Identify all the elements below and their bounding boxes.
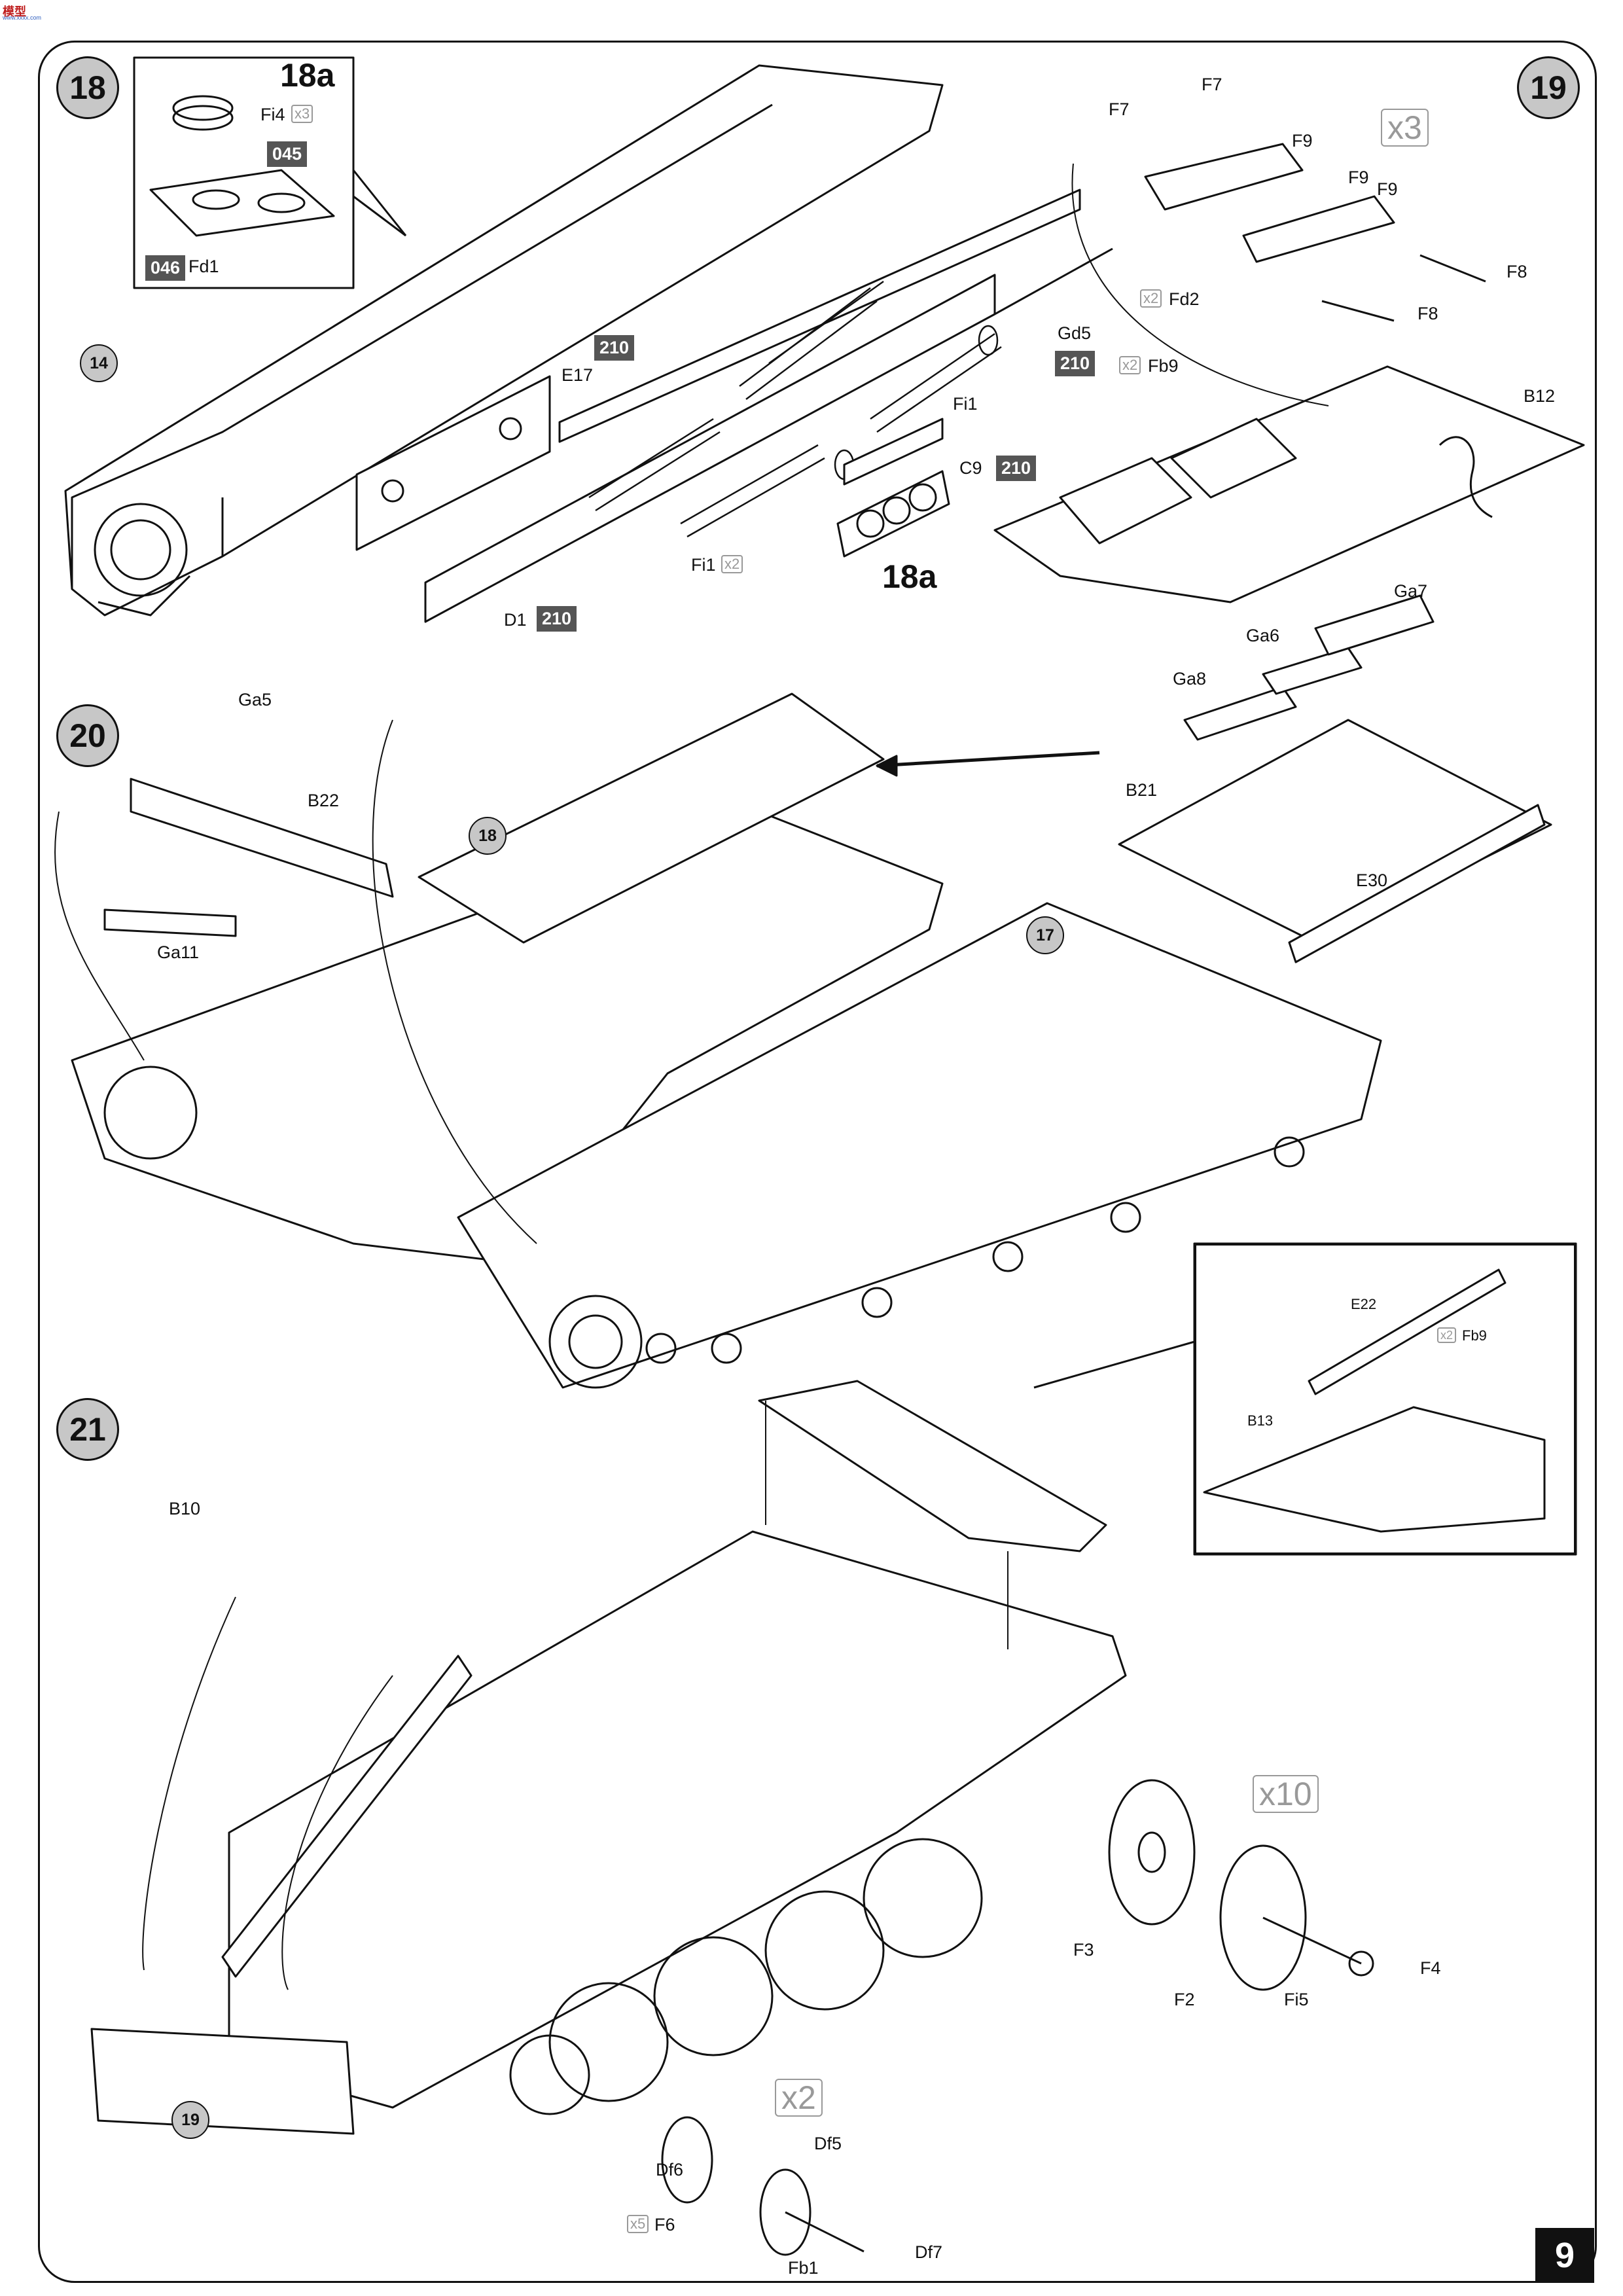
part-ga6: Ga6: [1246, 626, 1280, 645]
code-210-d: 210: [537, 606, 577, 632]
part-c9: C9: [959, 458, 982, 478]
part-f8-b: F8: [1418, 304, 1438, 323]
shells-18: [588, 280, 1002, 538]
shell-clip-c9: [843, 418, 944, 486]
wheels-21: [661, 1779, 1374, 2256]
part-b10: B10: [169, 1499, 201, 1518]
part-f4: F4: [1420, 1958, 1441, 1978]
floor-plate-b12: [993, 365, 1585, 603]
fd2-qty: x2: [1140, 289, 1162, 308]
rack-upper: [558, 188, 1081, 443]
leader-lines: [54, 163, 1329, 1990]
part-f7-a: F7: [1202, 75, 1222, 94]
part-ga11: Ga11: [157, 942, 200, 962]
ammo-rack-18a: [836, 470, 950, 558]
hull-side-18: [64, 64, 944, 617]
part-df6: Df6: [656, 2160, 684, 2179]
wheel-qty-x10: x10: [1253, 1775, 1319, 1813]
part-fd1: Fd1: [188, 257, 219, 276]
part-fb1: Fb1: [788, 2258, 819, 2278]
brand-logo: 模型: [3, 5, 26, 18]
part-b12: B12: [1524, 386, 1556, 406]
code-045: 045: [267, 141, 308, 167]
brand-site: www.xxxx.com: [3, 14, 42, 21]
part-fd2: Fd2: [1169, 289, 1200, 309]
step-18-number: 18: [56, 56, 119, 119]
part-f9-b: F9: [1348, 168, 1369, 187]
part-ga7: Ga7: [1394, 581, 1428, 601]
part-df7: Df7: [915, 2242, 943, 2262]
part-f8-a: F8: [1507, 262, 1527, 281]
fb9-qty: x2: [1119, 356, 1141, 374]
part-b21: B21: [1126, 780, 1158, 800]
support-arms-f8: [1321, 254, 1486, 322]
page-number: 9: [1535, 2228, 1594, 2283]
hull-assembly-21: [90, 1380, 1127, 2135]
f6-qty: x5: [627, 2215, 649, 2233]
part-f9-c: F9: [1377, 179, 1398, 199]
part-ga5: Ga5: [238, 690, 272, 709]
ref-step-17: 17: [1026, 916, 1064, 954]
rear-plate-b22: [103, 778, 394, 937]
ref-step-18: 18: [469, 817, 507, 855]
step-20-number: 20: [56, 704, 119, 767]
ref-step-19: 19: [171, 2101, 209, 2139]
part-f9-a: F9: [1292, 131, 1313, 151]
part-fi1-a: Fi1: [953, 394, 978, 414]
part-fi4: Fi4: [260, 105, 285, 124]
floor-b21: [1118, 594, 1552, 963]
code-210-b: 210: [1055, 351, 1096, 376]
part-fi1-b: Fi1: [691, 555, 716, 575]
part-b13: B13: [1247, 1412, 1274, 1429]
part-f2: F2: [1174, 1990, 1195, 2009]
part-f3: F3: [1073, 1940, 1094, 1960]
part-fi5: Fi5: [1284, 1990, 1309, 2009]
part-b22: B22: [308, 791, 340, 810]
inset-18a-title: 18a: [280, 57, 335, 94]
drive-qty-x2: x2: [775, 2079, 823, 2117]
part-e17: E17: [562, 365, 594, 385]
step19-qty: x3: [1381, 109, 1429, 147]
part-e22: E22: [1351, 1296, 1377, 1312]
code-046: 046: [145, 255, 186, 281]
page-frame: [38, 41, 1597, 2283]
part-df5: Df5: [814, 2134, 842, 2153]
part-f6: F6: [654, 2215, 675, 2234]
part-ga8: Ga8: [1173, 669, 1207, 689]
fi1-b-qty: x2: [721, 555, 743, 573]
fi4-qty: x3: [291, 105, 313, 123]
part-fb9: Fb9: [1148, 356, 1179, 376]
track-links-f9: [1144, 143, 1395, 263]
step-19-number: 19: [1517, 56, 1580, 119]
fb9-b13-qty: x2: [1437, 1327, 1457, 1343]
part-fb9-b13: Fb9: [1462, 1327, 1487, 1344]
code-210-c: 210: [996, 456, 1037, 481]
step-21-number: 21: [56, 1398, 119, 1461]
ref-step-14: 14: [80, 344, 118, 382]
hull-assembly-20: [71, 692, 1382, 1389]
part-gd5: Gd5: [1058, 323, 1092, 343]
part-e30: E30: [1356, 870, 1388, 890]
part-f7-b: F7: [1109, 99, 1130, 119]
part-d1: D1: [504, 610, 527, 630]
inset-18a-drawing: [133, 56, 407, 289]
label-18a: 18a: [882, 558, 937, 595]
panel-d1: [424, 247, 1113, 623]
code-210-a: 210: [594, 335, 635, 361]
inset-b13-panel: [1194, 1244, 1576, 1554]
panel-e17: [355, 375, 551, 551]
